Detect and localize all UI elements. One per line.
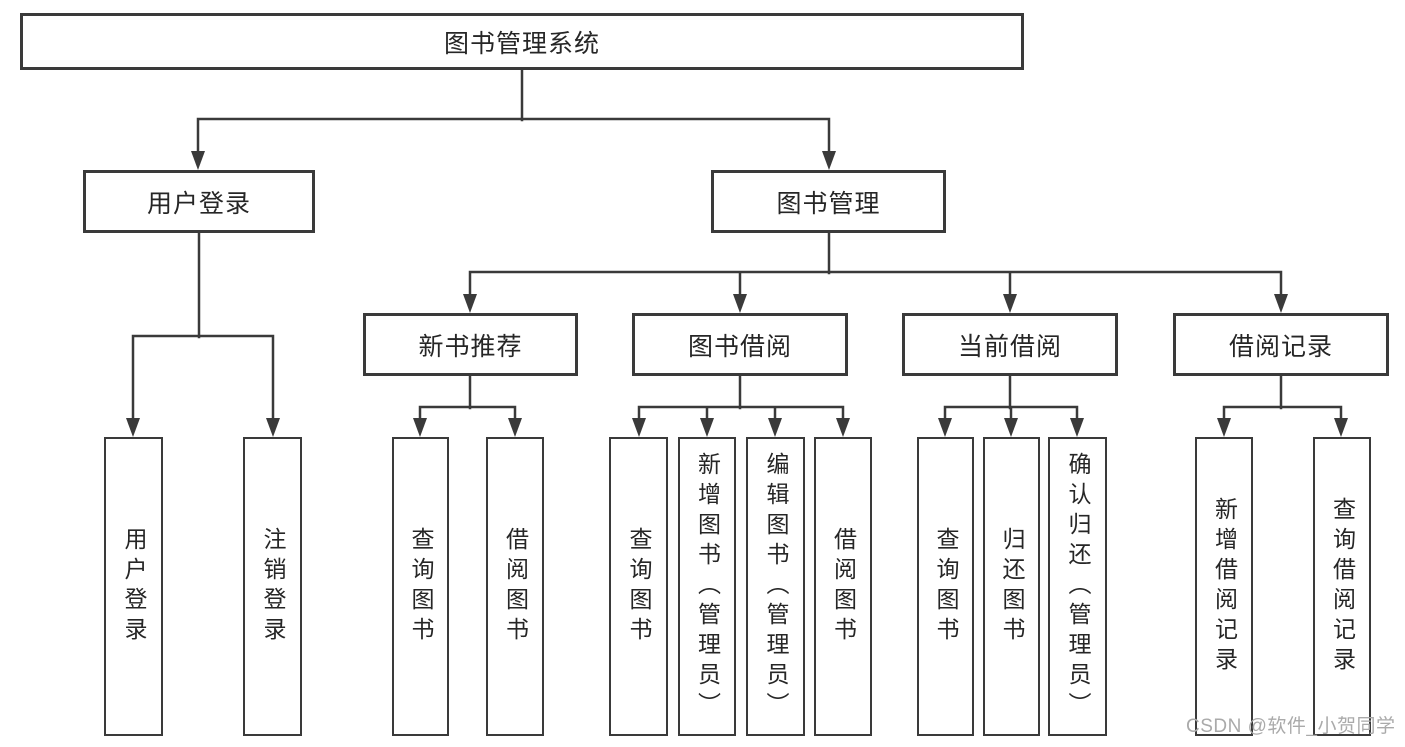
leaf-label: 查询图书 <box>933 526 959 647</box>
arrowhead <box>733 294 747 313</box>
leaf-label: 归还图书 <box>999 526 1025 647</box>
leaf-label: 借阅图书 <box>502 526 529 647</box>
node-book-management: 图书管理 <box>711 170 946 233</box>
arrowhead <box>1070 418 1084 437</box>
leaf-label: 编辑图书（管理员） <box>763 451 789 722</box>
arrowhead <box>1004 418 1018 437</box>
leaf-label: 新增图书（管理员） <box>694 451 721 722</box>
leaf-label: 新增借阅记录 <box>1211 496 1238 677</box>
arrowhead <box>768 418 782 437</box>
leaf-label: 查询借阅记录 <box>1329 496 1356 677</box>
leaf-label: 查询图书 <box>626 526 652 647</box>
node-root: 图书管理系统 <box>20 13 1024 70</box>
leaf-query-books-recommend: 查询图书 <box>392 437 449 736</box>
node-user-login: 用户登录 <box>83 170 315 233</box>
arrowhead <box>1334 418 1348 437</box>
node-new-book-recommend: 新书推荐 <box>363 313 578 376</box>
arrowhead <box>508 418 522 437</box>
arrowhead <box>700 418 714 437</box>
arrowhead <box>1217 418 1231 437</box>
leaf-return-book: 归还图书 <box>983 437 1040 736</box>
leaf-borrow-books-recommend: 借阅图书 <box>486 437 544 736</box>
leaf-label: 借阅图书 <box>830 526 857 647</box>
leaf-user-login: 用户登录 <box>104 437 163 736</box>
arrowhead <box>126 418 140 437</box>
leaf-query-borrow-record: 查询借阅记录 <box>1313 437 1371 736</box>
leaf-label: 查询图书 <box>408 526 434 647</box>
leaf-query-books-current: 查询图书 <box>917 437 974 736</box>
watermark: CSDN @软件_小贺同学 <box>1186 716 1396 737</box>
arrowhead <box>632 418 646 437</box>
arrowhead <box>266 418 280 437</box>
leaf-label: 注销登录 <box>260 526 286 647</box>
leaf-logout: 注销登录 <box>243 437 302 736</box>
leaf-edit-book-admin: 编辑图书（管理员） <box>746 437 805 736</box>
leaf-add-book-admin: 新增图书（管理员） <box>678 437 736 736</box>
arrowhead <box>463 294 477 313</box>
node-current-borrow: 当前借阅 <box>902 313 1118 376</box>
arrowhead <box>191 151 205 170</box>
arrowhead <box>822 151 836 170</box>
leaf-query-books-borrow: 查询图书 <box>609 437 668 736</box>
node-book-borrow: 图书借阅 <box>632 313 848 376</box>
leaf-label: 确认归还（管理员） <box>1065 451 1091 722</box>
leaf-label: 用户登录 <box>121 526 147 647</box>
leaf-borrow-books-borrow: 借阅图书 <box>814 437 872 736</box>
leaf-confirm-return-admin: 确认归还（管理员） <box>1048 437 1107 736</box>
leaf-add-borrow-record: 新增借阅记录 <box>1195 437 1253 736</box>
arrowhead <box>836 418 850 437</box>
arrowhead <box>938 418 952 437</box>
arrowhead <box>413 418 427 437</box>
arrowhead <box>1003 294 1017 313</box>
arrowhead <box>1274 294 1288 313</box>
node-borrow-records: 借阅记录 <box>1173 313 1389 376</box>
